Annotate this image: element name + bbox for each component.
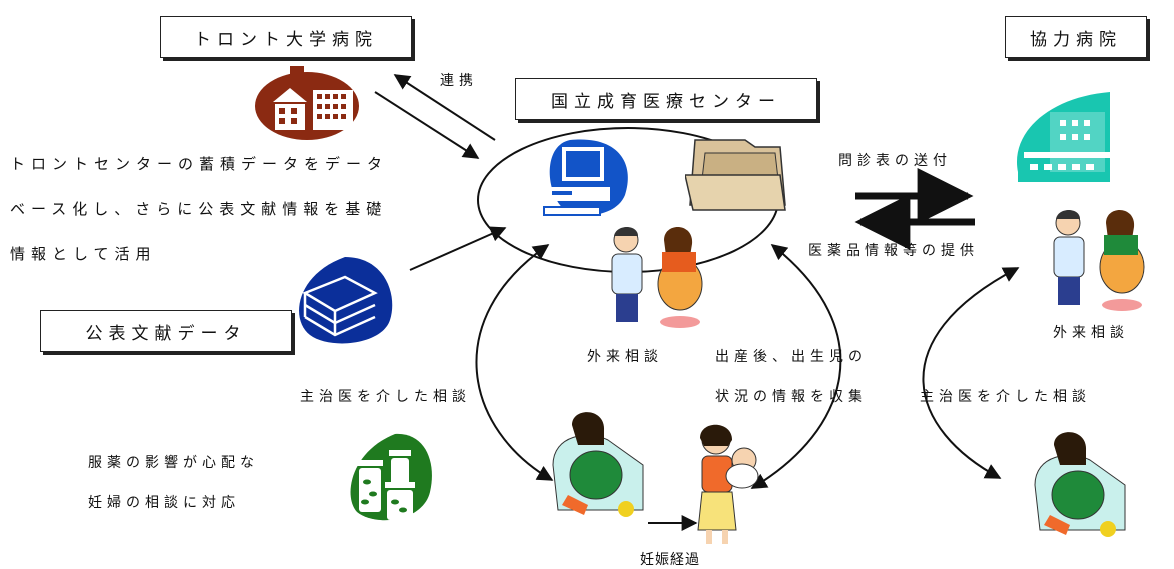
database-text-line3: 情報として活用	[10, 245, 157, 263]
center-label: 国立成育医療センター	[551, 91, 781, 112]
drug-info-label: 医薬品情報等の提供	[808, 243, 979, 259]
questionnaire-label: 問診表の送付	[838, 153, 952, 169]
literature-data-label: 公表文献データ	[85, 323, 247, 344]
hospital-building-icon	[255, 66, 359, 140]
toronto-to-center-arrow	[374, 91, 480, 159]
postbirth-curve	[750, 244, 842, 489]
toronto-hospital-box: トロント大学病院	[160, 16, 412, 58]
doctor-patient-icon-partner	[1053, 209, 1145, 311]
via-doctor-left-curve	[475, 244, 554, 481]
books-to-center-arrow	[409, 226, 507, 271]
partner-hospital-label: 協力病院	[1030, 29, 1122, 50]
mother-baby-icon	[697, 424, 759, 544]
computer-icon	[543, 139, 628, 216]
worried-line1: 服薬の影響が心配な	[88, 455, 259, 471]
center-box: 国立成育医療センター	[515, 78, 817, 120]
outpatient-center-label: 外来相談	[587, 349, 663, 365]
modern-hospital-icon	[1016, 92, 1114, 182]
outpatient-partner-label: 外来相談	[1053, 325, 1129, 341]
medicine-bottles-icon	[350, 433, 432, 521]
via-doctor-left-label: 主治医を介した相談	[300, 389, 471, 405]
postbirth-line2: 状況の情報を収集	[715, 389, 867, 405]
books-icon	[299, 257, 393, 344]
partner-hospital-box: 協力病院	[1005, 16, 1147, 58]
cooperation-label: 連携	[440, 73, 478, 89]
pregnant-woman-icon-right	[1034, 432, 1126, 537]
postbirth-line1: 出産後、出生児の	[715, 349, 867, 365]
toronto-hospital-label: トロント大学病院	[194, 29, 378, 50]
link-arrow-up	[393, 74, 496, 141]
literature-data-box: 公表文献データ	[40, 310, 292, 352]
doctor-patient-icon	[611, 226, 703, 328]
pregnant-woman-icon	[552, 412, 644, 517]
via-doctor-right-curve	[922, 267, 1020, 479]
folder-icon	[685, 139, 786, 211]
pregnancy-progress-label: 妊娠経過	[640, 552, 700, 568]
worried-line2: 妊婦の相談に対応	[88, 495, 240, 511]
database-text-line1: トロントセンターの蓄積データをデータ	[10, 155, 389, 173]
via-doctor-right-label: 主治医を介した相談	[920, 389, 1091, 405]
database-text-line2: ベース化し、さらに公表文献情報を基礎	[10, 200, 388, 218]
